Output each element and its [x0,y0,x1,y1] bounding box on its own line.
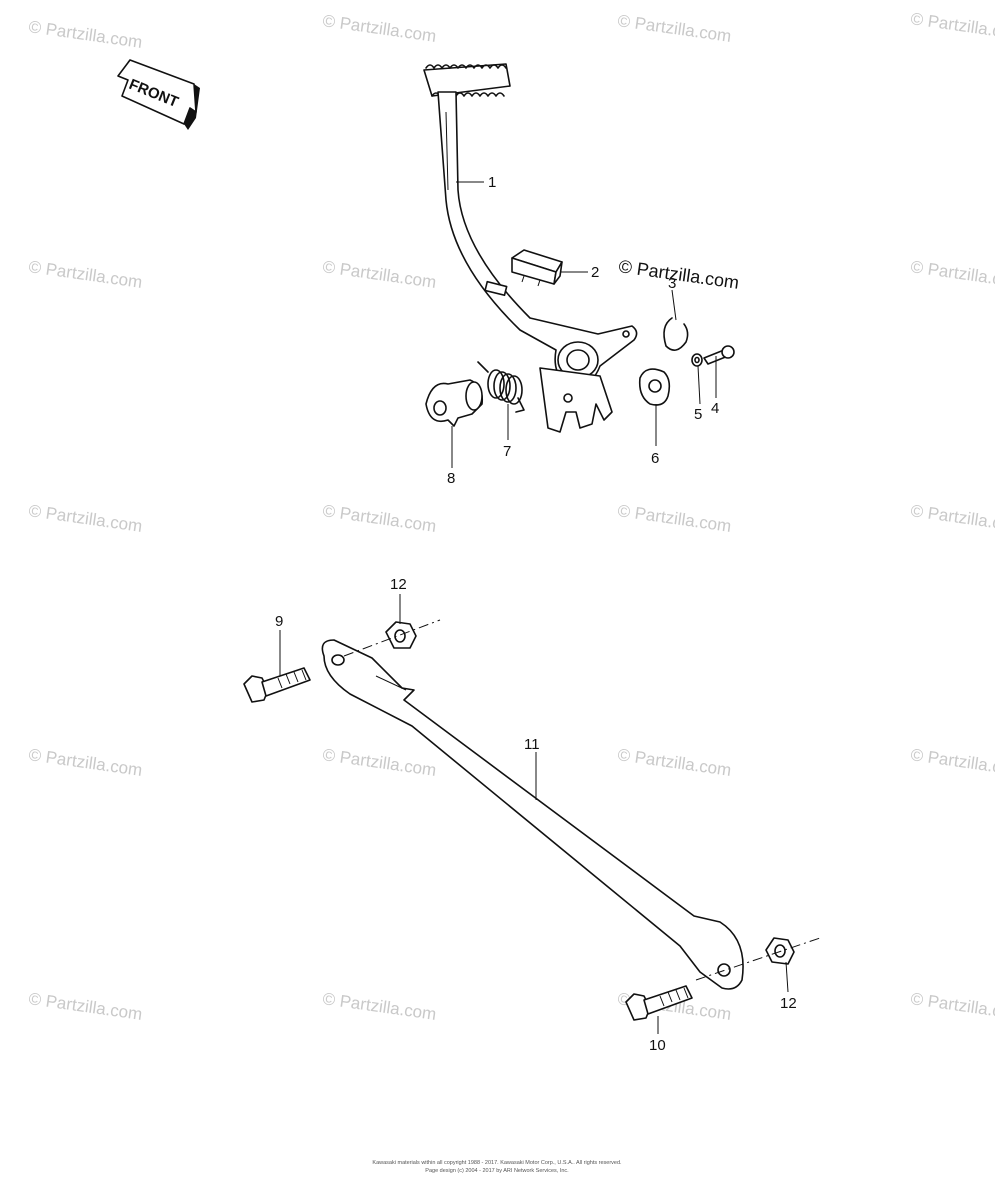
watermark: © Partzilla.com [909,257,995,292]
plate [638,368,671,406]
callout-12-lower: 12 [780,995,797,1012]
watermark: © Partzilla.com [616,745,732,780]
callout-3: 3 [668,275,676,292]
front-arrow-icon: FRONT [117,59,200,130]
nut-lower [765,937,795,965]
watermark: © Partzilla.com [909,501,995,536]
watermark-primary: © Partzilla.com [617,256,740,293]
leader-lines [279,181,789,1034]
small-bolt [703,345,735,365]
callout-5: 5 [694,406,702,423]
watermark: © Partzilla.com [909,745,995,780]
callout-6: 6 [651,450,659,467]
bolt-10 [625,985,693,1021]
rubber-pad [511,249,563,287]
callout-8: 8 [447,470,455,487]
watermark: © Partzilla.com [321,745,437,780]
watermark: © Partzilla.com [27,501,143,536]
callout-2: 2 [591,264,599,281]
spring [477,361,525,413]
callout-12-upper: 12 [390,576,407,593]
callout-labels: 1 2 3 4 5 6 7 8 9 12 11 10 12 [275,174,797,1054]
watermark: © Partzilla.com [321,989,437,1024]
brake-pedal [423,63,638,433]
watermark: © Partzilla.com [321,257,437,292]
copyright-line-2: Page design (c) 2004 - 2017 by ARI Netwo… [425,1168,569,1174]
brake-rod [321,639,744,990]
callout-9: 9 [275,613,283,630]
callout-11: 11 [524,736,540,753]
copyright-line-1: Kawasaki materials within all copyright … [372,1160,622,1166]
copyright-footer: Kawasaki materials within all copyright … [372,1160,622,1174]
watermark: © Partzilla.com [27,745,143,780]
bolt-9 [243,667,311,703]
centerlines [343,619,821,981]
washer [691,353,703,367]
watermark: © Partzilla.com [321,11,437,46]
snap-ring [663,317,689,351]
pivot-shaft [425,379,484,427]
watermark: © Partzilla.com [616,501,732,536]
watermark: © Partzilla.com [321,501,437,536]
callout-1: 1 [488,174,496,191]
callout-7: 7 [503,443,511,460]
watermark: © Partzilla.com [909,989,995,1024]
callout-10: 10 [649,1037,666,1054]
callout-4: 4 [711,400,719,417]
watermark: © Partzilla.com [27,257,143,292]
watermark: © Partzilla.com [909,9,995,44]
watermark: © Partzilla.com [27,17,143,52]
watermark: © Partzilla.com [27,989,143,1024]
watermark-grid: © Partzilla.com © Partzilla.com © Partzi… [27,9,995,1024]
watermark: © Partzilla.com [616,11,732,46]
